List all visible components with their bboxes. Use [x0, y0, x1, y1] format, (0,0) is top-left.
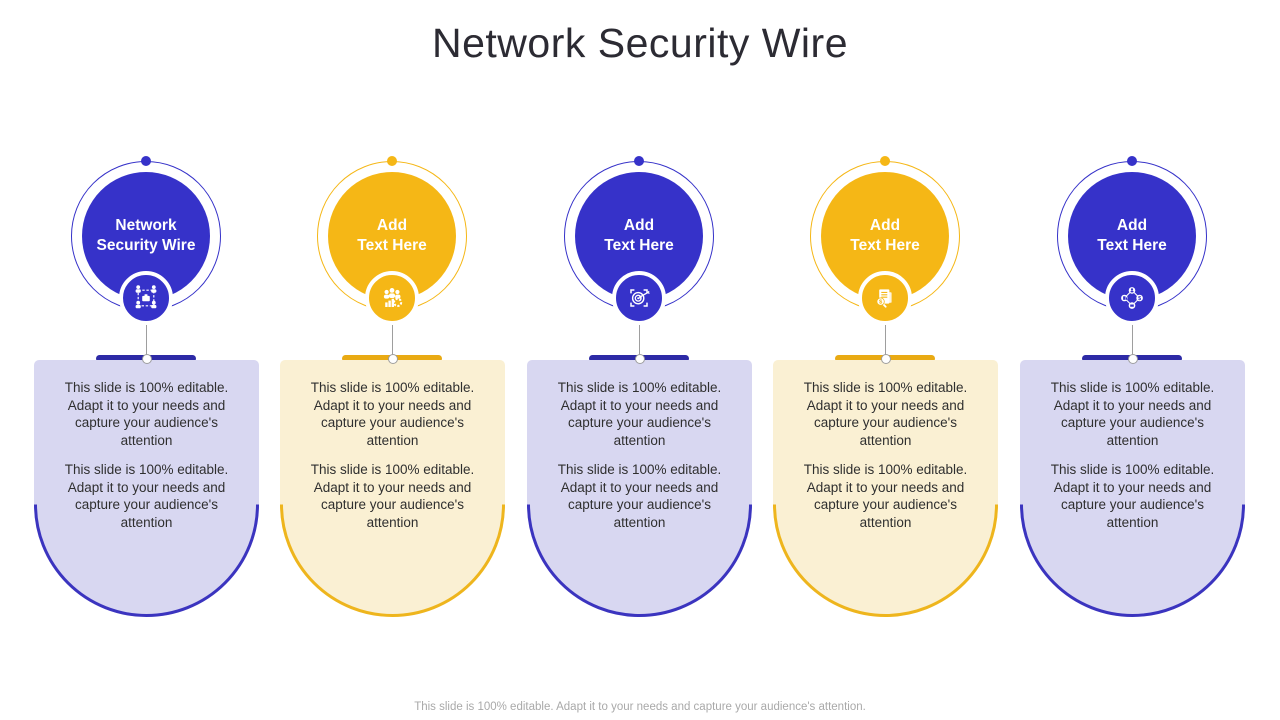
topic-label: Add Text Here — [604, 216, 674, 254]
connector-line — [146, 321, 147, 361]
orbit-dot — [387, 156, 397, 166]
orbit-dot — [1127, 156, 1137, 166]
connector-line — [392, 321, 393, 361]
connector-line — [885, 321, 886, 361]
footer-caption: This slide is 100% editable. Adapt it to… — [414, 701, 866, 713]
connector-dot — [142, 354, 152, 364]
topic-label: Add Text Here — [357, 216, 427, 254]
connector-line — [1132, 321, 1133, 361]
connector-dot — [881, 354, 891, 364]
description-text: This slide is 100% editable. Adapt it to… — [803, 380, 968, 448]
description-panel: This slide is 100% editable. Adapt it to… — [280, 360, 505, 617]
connector-line — [639, 321, 640, 361]
description-text: This slide is 100% editable. Adapt it to… — [64, 380, 229, 448]
orbit-dot — [141, 156, 151, 166]
finance-cycle-icon: $ — [1105, 271, 1159, 325]
column-add-text-4: Add Text Here $ This slide is 100% edita… — [1020, 156, 1245, 620]
description-text: This slide is 100% editable. Adapt it to… — [310, 380, 475, 448]
svg-text:$: $ — [1138, 296, 1141, 302]
column-add-text-3: Add Text Here $ This slide is 100% edita… — [773, 156, 998, 620]
org-structure-icon — [119, 271, 173, 325]
document-audit-icon: $ — [858, 271, 912, 325]
topic-label: Add Text Here — [850, 216, 920, 254]
description-text: This slide is 100% editable. Adapt it to… — [1050, 380, 1215, 448]
connector-dot — [388, 354, 398, 364]
column-add-text-2: Add Text Here This slide is 100% editabl… — [527, 156, 752, 620]
topic-label: Network Security Wire — [96, 216, 196, 254]
topic-label: Add Text Here — [1097, 216, 1167, 254]
team-growth-icon — [365, 271, 419, 325]
svg-text:$: $ — [879, 300, 883, 306]
description-text: This slide is 100% editable. Adapt it to… — [557, 380, 722, 448]
column-network-security-wire: Network Security Wire This slide is 100%… — [34, 156, 259, 620]
connector-dot — [635, 354, 645, 364]
page-title: Network Security Wire — [431, 20, 848, 66]
column-add-text-1: Add Text Here This slide is 100% editabl… — [280, 156, 505, 620]
target-arrow-icon — [612, 271, 666, 325]
connector-dot — [1128, 354, 1138, 364]
orbit-dot — [880, 156, 890, 166]
orbit-dot — [634, 156, 644, 166]
